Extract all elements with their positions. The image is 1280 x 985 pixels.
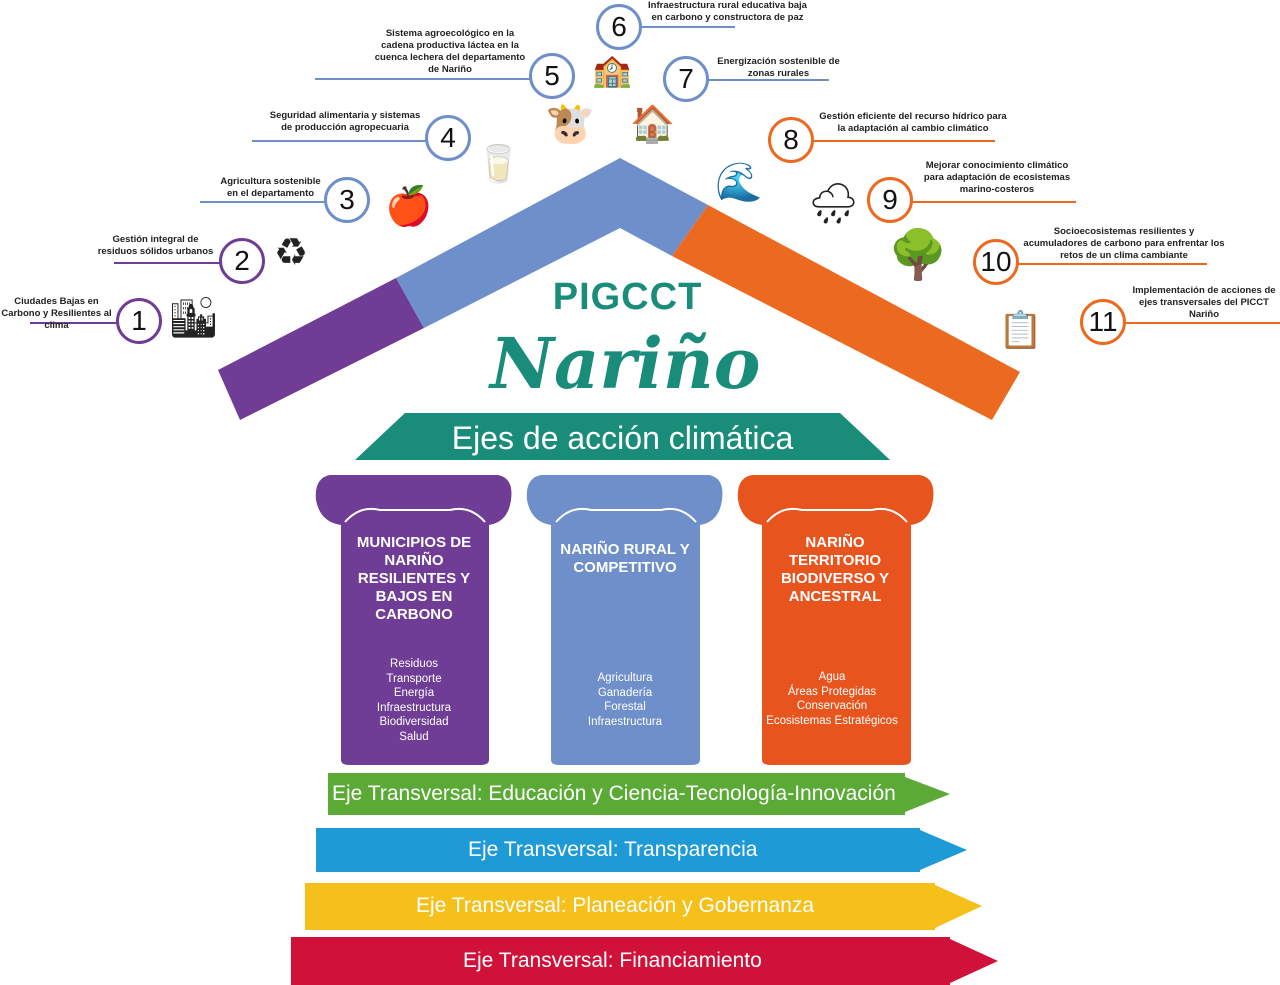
transversal-transparency: Eje Transversal: Transparencia (468, 838, 758, 861)
line-2-label: Gestión integral de residuos sólidos urb… (97, 234, 214, 257)
line-1-badge[interactable]: 1 (116, 298, 162, 344)
trees-icon: 🌳 (888, 229, 948, 282)
pillar-item: Ecosistemas Estratégicos (766, 714, 898, 727)
pillar-1-title: MUNICIPIOS DE NARIÑO RESILIENTES Y BAJOS… (356, 534, 472, 623)
line-2-rule (114, 262, 224, 264)
city-icon: 🏙 (168, 296, 219, 340)
line-7-badge[interactable]: 7 (663, 56, 709, 102)
line-11-badge[interactable]: 11 (1080, 299, 1126, 345)
pillar-item: Infraestructura (376, 701, 452, 714)
line-8-label: Gestión eficiente del recurso hídrico pa… (819, 111, 1007, 134)
pillar-item: Energía (393, 687, 435, 699)
pillar-2-title: NARIÑO RURAL Y COMPETITIVO (560, 541, 690, 576)
line-5-label: Sistema agroecológico en la cadena produ… (374, 28, 526, 75)
line-4-label: Seguridad alimentaria y sistemas de prod… (269, 110, 421, 133)
line-5-rule (315, 78, 533, 80)
pillar-1-capital-line (344, 507, 486, 523)
line-4-rule (252, 140, 428, 142)
line-6-label: Infraestructura rural educativa baja en … (648, 0, 807, 23)
line-11-rule (1122, 322, 1280, 324)
pillar-2-capital-line (555, 507, 697, 523)
pillar-3-items: Agua Áreas Protegidas Conservación Ecosi… (762, 670, 902, 728)
line-8-rule (810, 140, 995, 142)
roof-orange-segment (672, 205, 1020, 420)
pillar-item: Agricultura (597, 672, 653, 684)
water-tower-icon: 🌊 (715, 162, 763, 204)
transversal-education: Eje Transversal: Educación y Ciencia-Tec… (332, 782, 896, 805)
line-7-rule (705, 79, 829, 81)
line-3-badge[interactable]: 3 (324, 177, 370, 223)
vegetables-icon: 🍎 (385, 186, 433, 228)
line-3-rule (200, 201, 326, 203)
transversal-planning: Eje Transversal: Planeación y Gobernanza (416, 894, 815, 917)
pillar-2-shape (526, 475, 723, 765)
pillar-item: Áreas Protegidas (787, 685, 877, 698)
pillar-item: Biodiversidad (379, 716, 449, 728)
line-3-label: Agricultura sostenible en el departament… (220, 176, 321, 199)
pillar-item: Salud (399, 730, 429, 743)
pillar-item: Ganadería (597, 686, 653, 699)
line-4-badge[interactable]: 4 (425, 115, 471, 161)
pillar-item: Forestal (604, 701, 646, 713)
line-6-rule (640, 26, 735, 28)
line-1-rule (30, 322, 120, 324)
cow-icon: 🐮 (545, 102, 595, 146)
pillar-2-items: Agricultura Ganadería Forestal Infraestr… (556, 671, 694, 729)
arrow-transparency (316, 828, 967, 872)
pillar-1-shape (315, 475, 512, 765)
line-8-badge[interactable]: 8 (768, 117, 814, 163)
line-9-badge[interactable]: 9 (867, 177, 913, 223)
arrow-financing (291, 937, 998, 985)
pillar-item: Infraestructura (587, 715, 663, 728)
line-10-badge[interactable]: 10 (973, 239, 1019, 285)
line-11-label: Implementación de acciones de ejes trans… (1132, 285, 1276, 320)
line-9-label: Mejorar conocimiento climático para adap… (923, 160, 1071, 195)
food-jars-icon: 🥛 (476, 143, 521, 184)
pillar-item: Transporte (386, 672, 442, 685)
line-6-badge[interactable]: 6 (596, 4, 642, 50)
subtitle-banner (355, 413, 890, 460)
solar-house-icon: 🏠 (630, 103, 675, 144)
region-title: Nariño (490, 322, 761, 405)
line-10-label: Socioecosistemas resilientes y acumulado… (1023, 226, 1225, 261)
pillar-3-capital-line (766, 507, 908, 523)
school-icon: 🏫 (592, 52, 632, 88)
recycle-bin-icon: ♻ (274, 232, 309, 274)
pillar-1-items: Residuos Transporte Energía Infraestruct… (350, 657, 478, 744)
rain-cloud-icon: 🌧 (808, 182, 859, 226)
line-1-label: Ciudades Bajas en Carbono y Resilientes … (1, 296, 112, 331)
line-7-label: Energización sostenible de zonas rurales (717, 56, 840, 79)
people-checklist-icon: 📋 (998, 309, 1043, 350)
arrow-planning (305, 883, 982, 930)
pillar-item: Residuos (390, 658, 438, 670)
pillar-3-shape (737, 475, 934, 765)
pillar-item: Agua (818, 671, 846, 683)
line-9-rule (910, 201, 1076, 203)
subtitle: Ejes de acción climática (451, 420, 794, 456)
line-10-rule (1015, 263, 1207, 265)
pillar-3-title: NARIÑO TERRITORIO BIODIVERSO Y ANCESTRAL (780, 534, 890, 605)
transversal-financing: Eje Transversal: Financiamiento (463, 949, 762, 972)
line-5-badge[interactable]: 5 (529, 53, 575, 99)
arrow-education (328, 773, 950, 815)
pillar-item: Conservación (796, 700, 868, 712)
roof-blue-segment (396, 158, 708, 328)
line-2-badge[interactable]: 2 (219, 238, 265, 284)
roof-purple-segment (218, 278, 424, 420)
brand-title: PIGCCT (552, 276, 703, 318)
